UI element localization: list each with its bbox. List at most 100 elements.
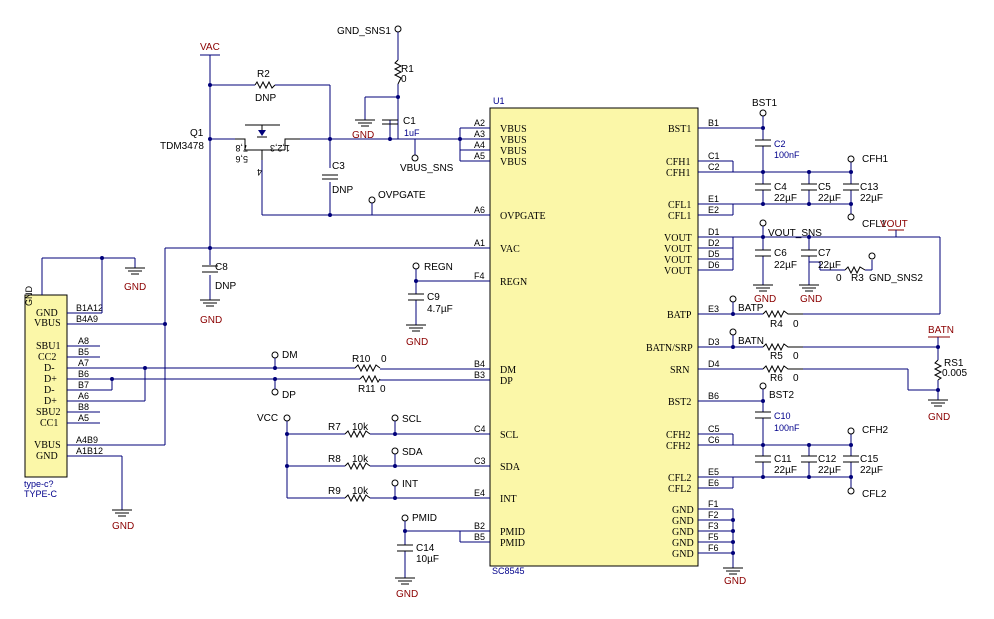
svg-text:0: 0 <box>380 384 386 395</box>
svg-text:A1B12: A1B12 <box>76 446 103 456</box>
svg-text:22µF: 22µF <box>774 260 797 271</box>
svg-text:DM: DM <box>282 350 298 361</box>
svg-text:CFL1: CFL1 <box>862 219 887 230</box>
ic-right-pins: B1 BST1 C1 C2 CFH1 CFH1 E1 E2 CFL1 CFL1 … <box>646 118 763 568</box>
capacitor-c3[interactable]: C3 DNP <box>322 161 353 196</box>
svg-text:CFL1: CFL1 <box>668 200 691 211</box>
pin-num: A5 <box>474 151 485 161</box>
svg-text:GND: GND <box>672 549 694 560</box>
capacitor-c8[interactable]: C8 DNP <box>202 262 236 292</box>
capacitor-c6[interactable]: C6 22µF <box>755 248 797 271</box>
svg-text:C9: C9 <box>427 292 440 303</box>
svg-text:10k: 10k <box>352 454 369 465</box>
svg-text:D+: D+ <box>44 396 57 407</box>
svg-text:0: 0 <box>793 373 799 384</box>
capacitor-c9[interactable]: C9 4.7µF <box>408 292 453 315</box>
svg-text:GND: GND <box>200 315 222 326</box>
svg-text:GND: GND <box>396 589 418 600</box>
ic-u1[interactable]: U1 SC8545 <box>489 96 699 576</box>
capacitor-c7[interactable]: C7 22µF <box>801 248 841 271</box>
svg-text:DNP: DNP <box>332 185 353 196</box>
svg-text:22µF: 22µF <box>860 193 883 204</box>
svg-text:CFL1: CFL1 <box>668 211 691 222</box>
svg-text:VAC: VAC <box>500 244 520 255</box>
capacitor-c15[interactable]: C15 22µF <box>843 454 883 476</box>
svg-text:VCC: VCC <box>257 413 278 424</box>
svg-text:VAC: VAC <box>200 42 220 53</box>
resistor-r10[interactable]: R10 0 <box>352 354 387 373</box>
svg-text:C6: C6 <box>774 248 787 259</box>
svg-text:GND: GND <box>24 286 34 307</box>
resistor-r3[interactable]: 0 R3 <box>836 265 866 284</box>
svg-text:GND_SNS1: GND_SNS1 <box>337 26 391 37</box>
svg-text:1,2,3: 1,2,3 <box>270 143 290 153</box>
svg-text:BST2: BST2 <box>668 397 691 408</box>
capacitor-c12[interactable]: C12 22µF <box>801 454 841 476</box>
gnd-symbol: GND <box>723 567 746 587</box>
capacitor-c10[interactable]: C10 100nF <box>755 411 800 433</box>
resistor-r1[interactable]: R1 0 <box>393 59 414 85</box>
svg-text:C1: C1 <box>708 151 720 161</box>
connector-pins: B1A12 B4A9 A8 B5 A7 B6 B7 A6 B8 A5 A4B9 … <box>41 248 355 510</box>
svg-text:E1: E1 <box>708 194 719 204</box>
svg-text:C12: C12 <box>818 454 837 465</box>
gnd-symbol: GND <box>406 324 428 348</box>
bst1-net: BST1 CFH1 CFL1 <box>733 98 889 230</box>
svg-text:GND: GND <box>928 412 950 423</box>
svg-text:0: 0 <box>401 74 407 85</box>
pin-num: A4 <box>474 140 485 150</box>
resistor-r11[interactable]: R11 0 <box>358 374 386 395</box>
svg-text:CFH2: CFH2 <box>666 441 690 452</box>
svg-text:SDA: SDA <box>402 447 423 458</box>
svg-text:B8: B8 <box>78 402 89 412</box>
svg-text:R11: R11 <box>358 384 376 395</box>
resistor-r9[interactable]: R9 10k <box>328 486 371 503</box>
ic-left-pins: A2 A3 A4 A5 VBUS VBUS VBUS VBUS A6 OVPGA… <box>165 118 546 549</box>
svg-text:C13: C13 <box>860 182 879 193</box>
vac-net: VAC <box>200 42 462 300</box>
svg-text:SRN: SRN <box>670 365 689 376</box>
capacitor-c13[interactable]: C13 22µF <box>843 182 883 204</box>
capacitor-c2[interactable]: C2 100nF <box>755 139 800 160</box>
svg-text:GND: GND <box>672 516 694 527</box>
svg-text:22µF: 22µF <box>818 260 841 271</box>
dm-dp-nets: DM DP <box>271 350 360 401</box>
svg-text:C6: C6 <box>708 435 720 445</box>
svg-text:B2: B2 <box>474 521 485 531</box>
capacitor-c4[interactable]: C4 22µF <box>755 182 797 204</box>
capacitor-c11[interactable]: C11 22µF <box>755 454 797 476</box>
svg-text:VBUS: VBUS <box>34 318 61 329</box>
resistor-r7[interactable]: R7 10k <box>328 422 371 439</box>
svg-text:Q1: Q1 <box>190 128 204 139</box>
svg-text:F6: F6 <box>708 543 719 553</box>
resistor-r4[interactable]: R4 0 <box>762 309 803 330</box>
svg-text:BATP: BATP <box>738 303 764 314</box>
ovpgate-net-label: OVPGATE <box>368 190 426 215</box>
svg-text:CC1: CC1 <box>40 418 58 429</box>
resistor-r5[interactable]: R5 0 <box>762 342 803 362</box>
bst2-net: BST2 CFH2 CFL2 <box>733 382 889 500</box>
capacitor-c1[interactable]: C1 1uF <box>382 116 420 138</box>
svg-text:D-: D- <box>44 385 55 396</box>
svg-text:GND_SNS2: GND_SNS2 <box>869 273 923 284</box>
svg-text:PMID: PMID <box>412 513 437 524</box>
mosfet-q1[interactable]: Q1 TDM3478 7,8 5,6 1,2,3 4 <box>160 124 300 177</box>
svg-text:F1: F1 <box>708 499 719 509</box>
svg-text:22µF: 22µF <box>774 465 797 476</box>
svg-text:GND: GND <box>672 505 694 516</box>
svg-text:SBU1: SBU1 <box>36 341 60 352</box>
usb-type-c-connector[interactable]: type-c? TYPE-C GND VBUS SBU1 CC2 D- D+ D… <box>24 286 68 500</box>
svg-text:VOUT: VOUT <box>880 219 908 230</box>
svg-text:B3: B3 <box>474 370 485 380</box>
svg-text:VOUT: VOUT <box>664 233 692 244</box>
resistor-rs1[interactable]: RS1 0.005 <box>933 358 967 381</box>
resistor-r8[interactable]: R8 10k <box>328 454 371 471</box>
capacitor-c5[interactable]: C5 22µF <box>801 182 841 204</box>
capacitor-c14[interactable]: C14 10µF <box>397 543 439 565</box>
gnd-symbol: GND <box>753 284 776 305</box>
svg-text:GND: GND <box>754 294 776 305</box>
svg-text:E5: E5 <box>708 467 719 477</box>
svg-text:OVPGATE: OVPGATE <box>378 190 426 201</box>
resistor-r2[interactable]: R2 DNP <box>254 69 276 104</box>
resistor-r6[interactable]: R6 0 <box>762 364 803 384</box>
